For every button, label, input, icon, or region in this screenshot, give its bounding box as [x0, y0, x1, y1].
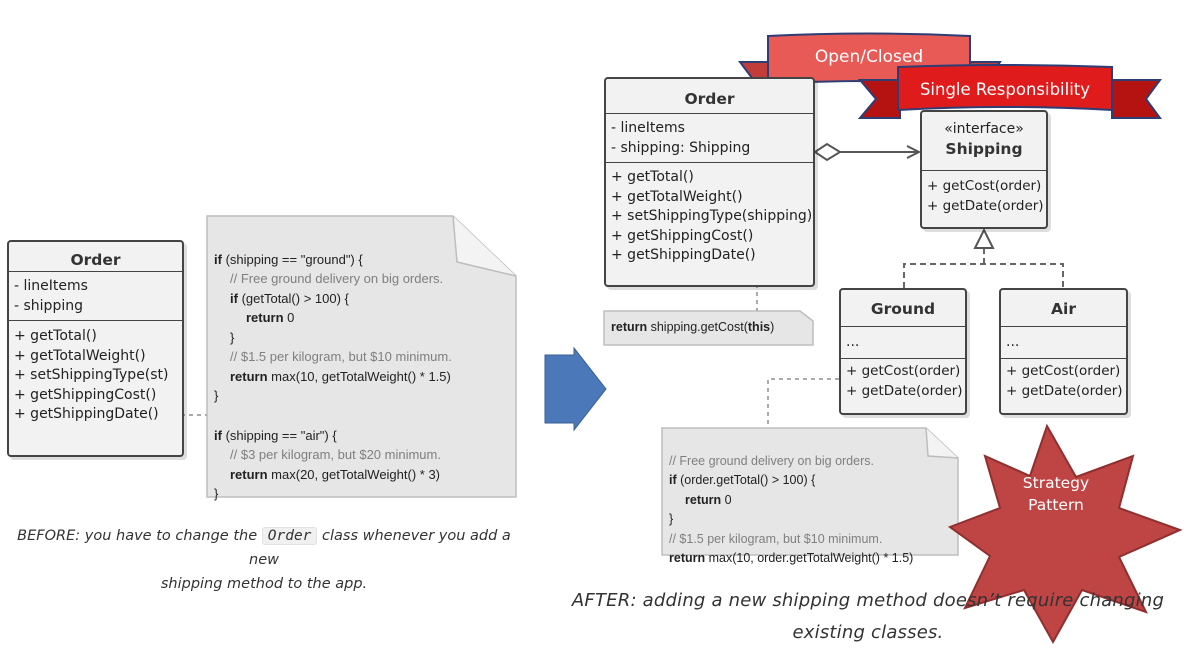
ground-class-name: Ground — [870, 300, 936, 318]
ground-class-methods: + getCost(order) + getDate(order) — [841, 358, 965, 405]
realization-lines — [903, 248, 1064, 288]
before-code-note — [206, 215, 517, 498]
after-order-note — [603, 310, 814, 346]
code-line: if (getTotal() > 100) { — [230, 290, 349, 306]
after-order-class[interactable]: Order - lineItems - shipping: Shipping +… — [604, 77, 815, 287]
method: + getTotalWeight() — [14, 347, 146, 364]
code-line: if (shipping == "ground") { — [214, 251, 363, 267]
code-line: // $1.5 per kilogram, but $10 minimum. — [669, 531, 883, 546]
field: - shipping — [14, 297, 83, 314]
single-responsibility-ribbon — [857, 64, 1162, 119]
code-line: return 0 — [685, 492, 732, 507]
ground-class-fields: ... — [841, 326, 965, 358]
after-order-class-name: Order — [684, 90, 735, 108]
transition-arrow — [544, 346, 607, 432]
ground-note-connector — [767, 378, 839, 428]
air-class-methods: + getCost(order) + getDate(order) — [1001, 358, 1126, 405]
method: + getCost(order) — [1006, 363, 1121, 379]
air-class-name: Air — [1051, 300, 1076, 318]
ground-code-note — [661, 427, 959, 556]
shipping-interface[interactable]: «interface» Shipping + getCost(order) + … — [920, 110, 1048, 229]
inline-code-order: Order — [261, 527, 318, 545]
method: + setShippingType(shipping) — [611, 208, 813, 224]
before-caption: BEFORE: you have to change the Order cla… — [17, 527, 511, 592]
ground-class[interactable]: Ground ... + getCost(order) + getDate(or… — [839, 288, 967, 415]
aggregation-diamond — [813, 142, 842, 162]
before-order-methods: + getTotal() + getTotalWeight() + setShi… — [9, 320, 182, 429]
shipping-interface-methods: + getCost(order) + getDate(order) — [922, 170, 1046, 220]
code-line: return 0 — [246, 310, 295, 325]
method: + setShippingType(st) — [14, 367, 169, 383]
method: + getShippingCost() — [14, 386, 157, 403]
single-responsibility-label: Single Responsibility — [919, 80, 1091, 99]
method: + getShippingCost() — [611, 227, 754, 244]
before-order-class-name: Order — [70, 251, 121, 269]
method: + getDate(order) — [1006, 382, 1123, 399]
realization-triangle — [973, 227, 995, 249]
interface-stereotype: «interface» — [944, 121, 1024, 137]
after-caption: AFTER: adding a new shipping method does… — [571, 590, 1165, 643]
field: - shipping: Shipping — [611, 139, 751, 156]
before-note-text: if (shipping == "ground") { // Free groun… — [214, 230, 452, 523]
strategy-pattern-label: Strategy Pattern — [1022, 474, 1090, 514]
method: + getTotalWeight() — [611, 188, 743, 205]
after-order-fields: - lineItems - shipping: Shipping — [606, 113, 813, 162]
code-line: return max(20, getTotalWeight() * 3) — [230, 466, 441, 482]
ground-note-fold — [925, 427, 959, 459]
code-line: // Free ground delivery on big orders. — [230, 271, 444, 286]
method: + getTotal() — [14, 328, 97, 344]
before-order-fields: - lineItems - shipping — [9, 271, 182, 320]
field: - lineItems — [611, 120, 685, 136]
method: + getDate(order) — [927, 197, 1044, 214]
after-order-methods: + getTotal() + getTotalWeight() + setShi… — [606, 162, 813, 270]
code-line: if (shipping == "air") { — [214, 427, 337, 443]
air-class[interactable]: Air ... + getCost(order) + getDate(order… — [999, 288, 1128, 415]
code-line: return max(10, getTotalWeight() * 1.5) — [230, 368, 451, 384]
code-line: // $3 per kilogram, but $20 minimum. — [230, 447, 441, 462]
method: + getCost(order) — [927, 178, 1042, 194]
strategy-pattern-burst — [947, 423, 1183, 645]
code-line: // Free ground delivery on big orders. — [669, 453, 874, 468]
field: - lineItems — [14, 278, 88, 294]
code-line: } — [669, 512, 674, 526]
code-line: // $1.5 per kilogram, but $10 minimum. — [230, 349, 452, 364]
code-line: return max(10, order.getTotalWeight() * … — [669, 551, 914, 565]
method: + getShippingDate() — [611, 247, 756, 263]
open-closed-label: Open/Closed — [814, 47, 924, 67]
method: + getTotal() — [611, 169, 694, 185]
code-line: } — [214, 486, 219, 501]
shipping-interface-name: Shipping — [945, 140, 1023, 158]
code-line: } — [230, 329, 235, 345]
ground-note-text: // Free ground delivery on big orders. if… — [669, 432, 913, 588]
code-line: if (order.getTotal() > 100) { — [669, 473, 816, 487]
method: + getDate(order) — [846, 382, 963, 399]
before-order-class[interactable]: Order - lineItems - shipping + getTotal(… — [7, 240, 184, 457]
code-line: } — [214, 388, 219, 403]
method: + getCost(order) — [846, 363, 961, 379]
method: + getShippingDate() — [14, 406, 159, 422]
before-note-fold — [452, 215, 517, 277]
air-class-fields: ... — [1001, 326, 1126, 358]
after-order-note-text: return shipping.getCost(this) — [611, 320, 775, 334]
